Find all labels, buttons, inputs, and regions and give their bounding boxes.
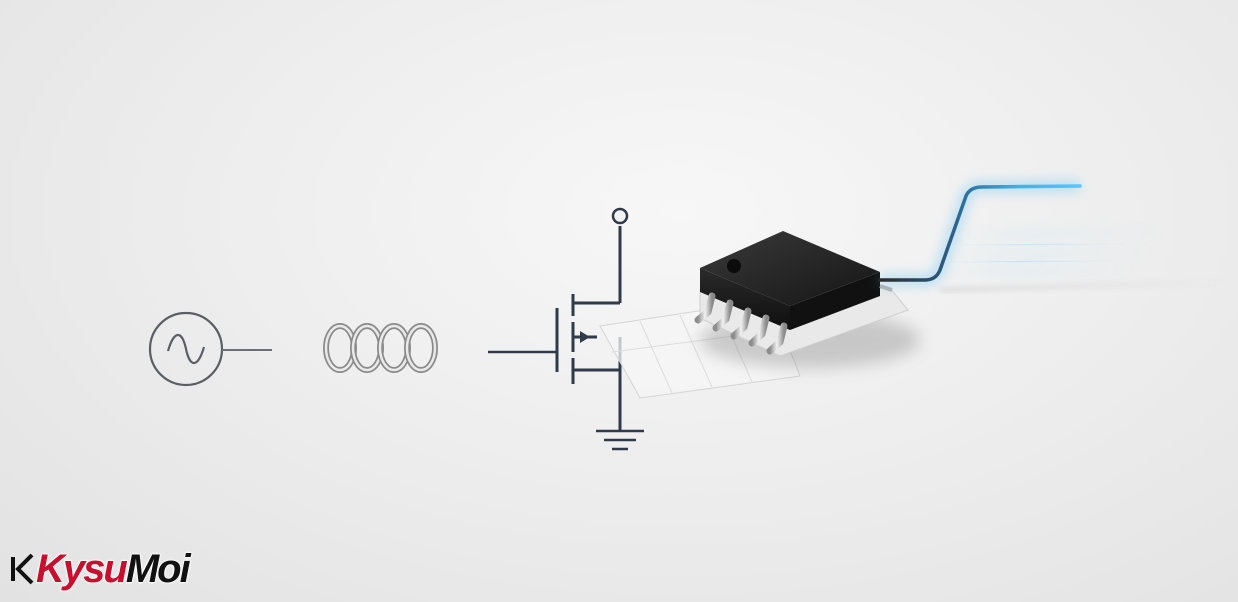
inductor-coil-icon <box>269 323 556 373</box>
brand-logo: Kysu Moi <box>10 544 191 594</box>
ac-source-icon <box>148 311 272 387</box>
ground-icon <box>596 429 644 451</box>
logo-k-mark-icon <box>11 553 34 585</box>
soic-chip-icon <box>694 231 909 357</box>
mosfet-symbol-icon <box>555 226 622 430</box>
logo-text-primary: Moi <box>125 546 191 591</box>
glowing-signal-trace <box>878 163 1231 291</box>
logo-text-accent: Kysu <box>35 546 128 591</box>
terminal-circle-icon <box>611 207 629 225</box>
